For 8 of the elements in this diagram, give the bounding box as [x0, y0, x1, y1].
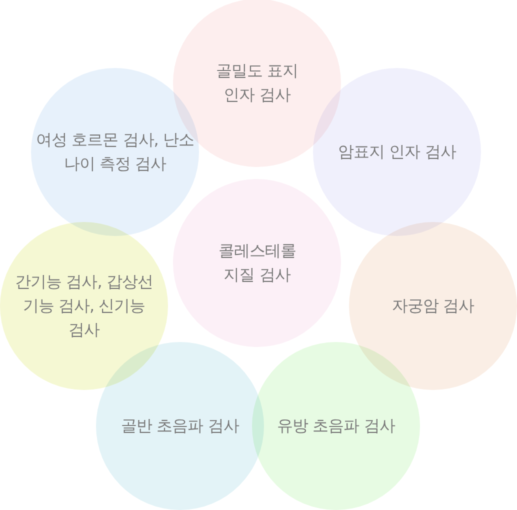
circle-label: 자궁암 검사 [390, 295, 476, 317]
circle-label: 암표지 인자 검사 [337, 141, 458, 163]
circle-label: 여성 호르몬 검사, 난소 나이 측정 검사 [35, 129, 195, 175]
circle-label: 골반 초음파 검사 [120, 415, 240, 437]
circle-label: 간기능 검사, 갑상선 기능 검사, 신기능 검사 [14, 271, 154, 341]
circle-label: 골밀도 표지 인자 검사 [214, 60, 300, 106]
circle-label: 콜레스테롤 지질 검사 [217, 240, 297, 286]
circle-label: 유방 초음파 검사 [276, 415, 396, 437]
